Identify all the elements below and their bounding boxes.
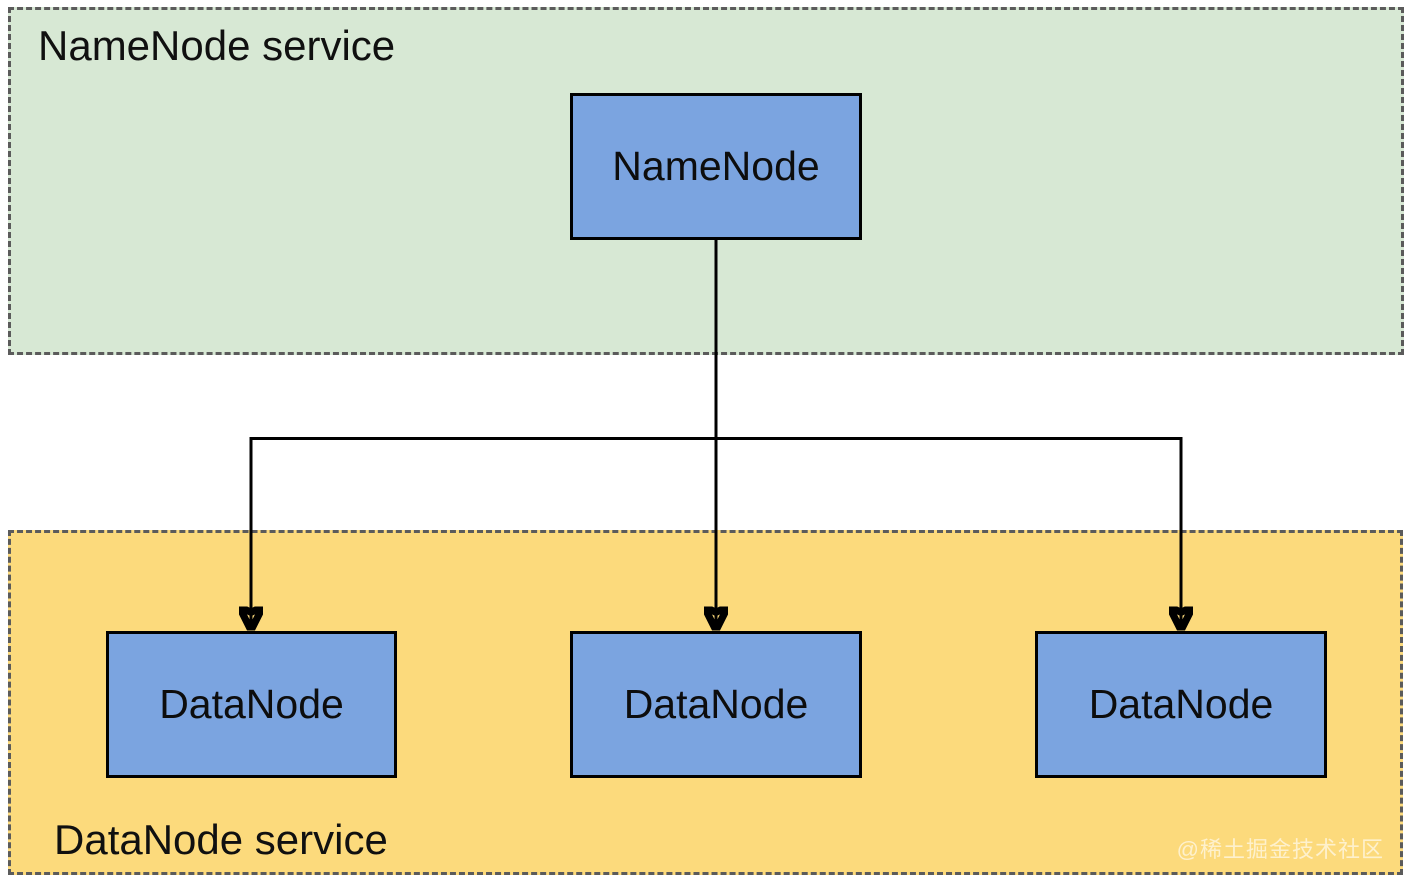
zone-label-datanode-service: DataNode service [54,815,388,863]
datanode-box-1: DataNode [106,631,397,778]
datanode-box-3: DataNode [1035,631,1327,778]
datanode-box-2: DataNode [570,631,862,778]
namenode-box: NameNode [570,93,862,240]
watermark-text: @稀土掘金技术社区 [1176,837,1384,862]
zone-label-namenode-service: NameNode service [38,22,396,69]
namenode-label: NameNode [612,143,820,189]
datanode-label-3: DataNode [1088,681,1274,727]
datanode-label-2: DataNode [623,681,809,727]
datanode-label-1: DataNode [159,681,344,727]
